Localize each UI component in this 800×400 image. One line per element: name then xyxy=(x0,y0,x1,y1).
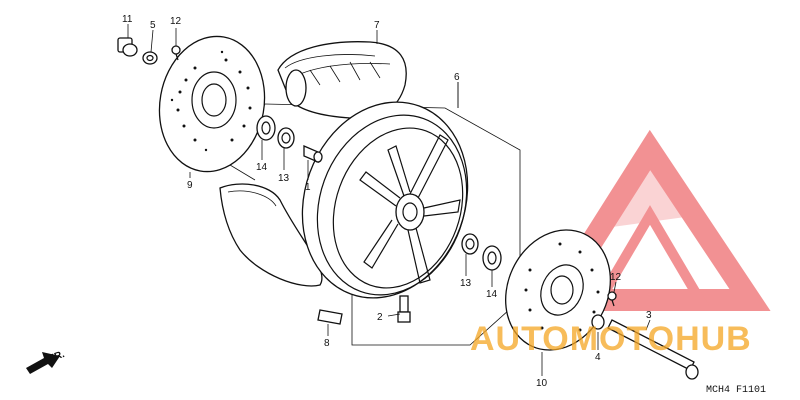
axle-part-3 xyxy=(607,319,699,380)
label-12-lower: 12 xyxy=(610,272,622,283)
collar-part-4 xyxy=(591,314,605,330)
front-marker-label: FR. xyxy=(47,349,66,365)
wheel-rim-part-6 xyxy=(301,101,469,299)
diagram-code: MCH4 F1101 xyxy=(706,385,766,396)
valve-part-2 xyxy=(397,295,411,323)
label-2: 2 xyxy=(377,312,383,323)
label-1: 1 xyxy=(305,182,311,193)
watermark-brand-text: AUTOMOTOHUB xyxy=(470,320,752,358)
label-7: 7 xyxy=(374,20,380,31)
bolt-part-11 xyxy=(117,37,138,57)
balance-weight-part-8 xyxy=(317,309,343,325)
label-4: 4 xyxy=(595,352,601,363)
bolt-part-12-lower xyxy=(607,291,617,307)
label-10: 10 xyxy=(536,378,548,389)
bolt-part-12-top xyxy=(171,45,181,61)
front-direction-arrow: FR. xyxy=(26,349,66,374)
label-5: 5 xyxy=(150,20,156,31)
label-3: 3 xyxy=(646,310,652,321)
leader-lines xyxy=(127,24,651,376)
tire-inner-section xyxy=(219,183,323,287)
bearing-part-14-lower xyxy=(482,245,502,271)
label-14-upper: 14 xyxy=(256,162,268,173)
washer-part-5 xyxy=(142,51,158,65)
label-11: 11 xyxy=(122,14,133,25)
label-8: 8 xyxy=(324,338,330,349)
label-13-upper: 13 xyxy=(278,173,290,184)
label-6: 6 xyxy=(454,72,460,83)
label-14-lower: 14 xyxy=(486,289,498,300)
watermark-logo xyxy=(535,129,771,311)
label-13-lower: 13 xyxy=(460,278,472,289)
brake-disc-part-9 xyxy=(158,35,266,173)
seal-part-13-upper xyxy=(277,127,295,149)
label-12-top: 12 xyxy=(170,16,182,27)
brake-disc-part-10 xyxy=(505,229,611,351)
spacer-part-1 xyxy=(303,145,323,163)
bearing-part-14-upper xyxy=(256,115,276,141)
seal-part-13-lower xyxy=(461,233,479,255)
label-9: 9 xyxy=(187,180,193,191)
tire-part-7 xyxy=(277,41,407,119)
